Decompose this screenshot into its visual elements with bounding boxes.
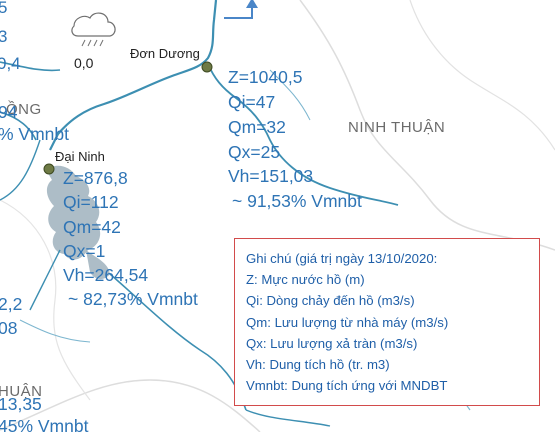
left-value-2: 3 [0, 27, 8, 46]
don-duong-pct: ~ 91,53% Vmnbt [232, 191, 362, 211]
legend-box: Ghi chú (giá trị ngày 13/10/2020: Z: Mực… [234, 238, 540, 406]
river [29, 249, 61, 311]
rain-cloud-icon [71, 12, 116, 47]
region-label-left: ỒNG [6, 101, 42, 118]
left-top-number: 94 [0, 102, 18, 122]
river [0, 61, 61, 72]
river [0, 139, 41, 201]
legend-item: Vh: Dung tích hồ (tr. m3) [246, 357, 390, 373]
dai-ninh-qm: Qm=42 [63, 217, 121, 237]
station-marker-don-duong [201, 61, 213, 73]
legend-item: Vmnbt: Dung tích ứng với MNDBT [246, 378, 448, 394]
left-bottom-line4: 13,35 [0, 394, 42, 414]
don-duong-qx: Qx=25 [228, 142, 281, 162]
lake [46, 165, 101, 260]
flow-arrow-icon [224, 6, 253, 19]
region-label-ninh-thuan: NINH THUẬN [348, 119, 446, 136]
don-duong-qi: Qi=47 [228, 92, 276, 112]
dai-ninh-vh: Vh=264,54 [63, 265, 149, 285]
dai-ninh-qx: Qx=1 [63, 241, 106, 261]
river [0, 111, 37, 141]
flow-arrow-icon [246, 0, 258, 8]
left-bottom-pct: 45% Vmnbt [0, 416, 89, 432]
legend-title: Ghi chú (giá trị ngày 13/10/2020: [246, 251, 438, 266]
boundary-line [0, 199, 91, 401]
left-value-1: 5 [0, 0, 8, 17]
legend-item: Qm: Lưu lượng từ nhà máy (m3/s) [246, 314, 449, 330]
left-bottom-line2: 08 [0, 318, 18, 338]
station-marker-dai-ninh [43, 163, 55, 175]
region-label-bottom: HUẬN [0, 383, 43, 400]
boundary-line [409, 0, 555, 151]
river [245, 409, 331, 427]
river [207, 63, 399, 206]
legend-item: Z: Mực nước hồ (m) [246, 272, 365, 288]
place-label-don-duong: Đơn Dương [130, 46, 200, 61]
left-bottom-line1: 2,2 [0, 294, 23, 314]
left-top-pct: % Vmnbt [0, 124, 69, 144]
left-value-3: 0,4 [0, 54, 21, 73]
dai-ninh-z: Z=876,8 [63, 168, 128, 188]
boundary-line [0, 379, 261, 432]
dai-ninh-qi: Qi=112 [63, 192, 119, 212]
river [49, 0, 218, 151]
rainfall-value: 0,0 [74, 55, 94, 71]
don-duong-z: Z=1040,5 [228, 67, 303, 87]
legend-item: Qi: Dòng chảy đến hồ (m3/s) [246, 293, 415, 309]
don-duong-vh: Vh=151,03 [228, 166, 314, 186]
don-duong-qm: Qm=32 [228, 117, 286, 137]
legend-item: Qx: Lưu lượng xả tràn (m3/s) [246, 335, 418, 351]
river [19, 319, 91, 343]
dai-ninh-pct: ~ 82,73% Vmnbt [68, 289, 198, 309]
lake [86, 250, 110, 280]
river [269, 69, 311, 121]
boundary-line [299, 0, 555, 251]
place-label-dai-ninh: Đại Ninh [55, 149, 105, 164]
